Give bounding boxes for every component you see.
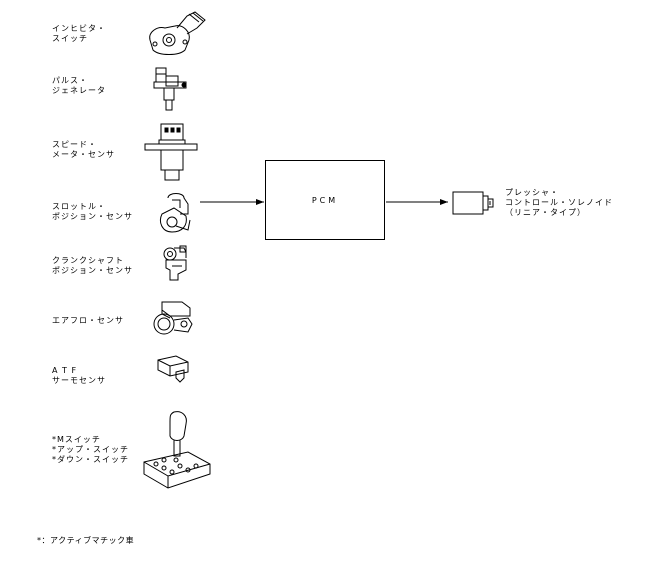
pulse-generator-label: パルス・ジェネレータ: [52, 76, 106, 95]
inhibitor-switch-icon: [149, 11, 206, 55]
pcm-label: PCM: [311, 196, 339, 205]
pulse-generator-icon: [153, 67, 187, 111]
speedometer-sensor-label: スピード・メータ・センサ: [52, 140, 115, 159]
shift-lever-icon: [143, 411, 211, 489]
airflow-sensor-label: エアフロ・センサ: [52, 316, 124, 325]
pcm-block: PCM: [265, 160, 385, 240]
crankshaft-position-sensor-label: クランクシャフトポジション・センサ: [52, 256, 133, 275]
inhibitor-switch-label: インヒビタ・スイッチ: [52, 24, 106, 43]
pressure-solenoid-label: プレッシャ・コントロール・ソレノイド（リニア・タイプ）: [505, 188, 613, 217]
throttle-position-sensor-label: スロットル・ポジション・センサ: [52, 202, 133, 221]
pressure-solenoid-icon: [452, 191, 494, 215]
airflow-sensor-icon: [153, 301, 193, 335]
atf-thermo-sensor-icon: [157, 355, 189, 383]
crankshaft-position-sensor-icon: [163, 245, 187, 281]
throttle-position-sensor-icon: [159, 193, 191, 233]
m-switch-label: *Mスイッチ*アップ・スイッチ*ダウン・スイッチ: [52, 435, 129, 464]
speedometer-sensor-icon: [144, 123, 198, 181]
footnote: *：アクティブマチック車: [37, 536, 135, 545]
